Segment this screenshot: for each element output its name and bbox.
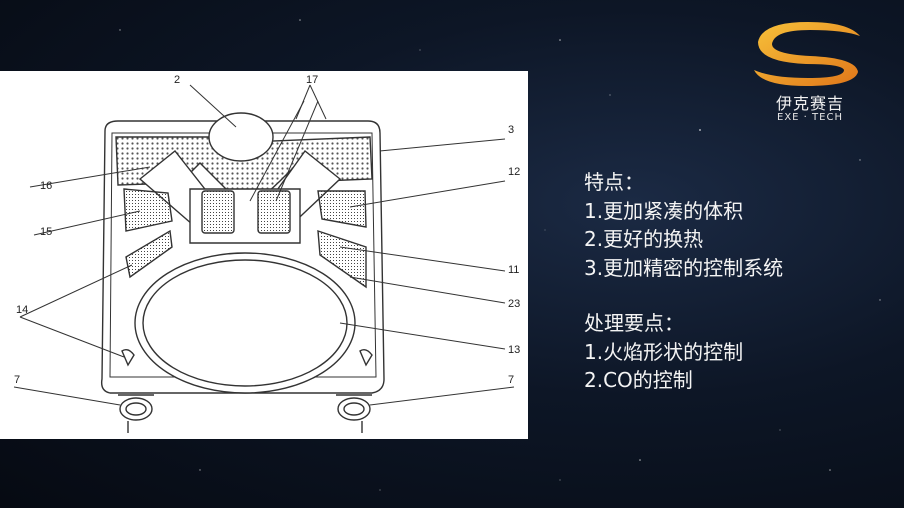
processing-heading: 处理要点： bbox=[584, 311, 684, 335]
callout-16: 16 bbox=[40, 180, 52, 192]
callout-11: 11 bbox=[508, 264, 519, 276]
logo-name-en: EXE · TECH bbox=[777, 112, 843, 123]
feature-item: 3.更加精密的控制系统 bbox=[584, 255, 784, 280]
port-right bbox=[337, 397, 371, 421]
slot-right bbox=[359, 348, 373, 367]
callout-7-left: 7 bbox=[14, 374, 20, 386]
port-right-inner bbox=[343, 402, 365, 416]
fin-block-right bbox=[317, 190, 367, 228]
fin-block bbox=[257, 190, 291, 234]
callout-12: 12 bbox=[508, 166, 520, 178]
outer-casing bbox=[100, 120, 385, 394]
feature-item: 2.更好的换热 bbox=[584, 227, 704, 251]
callout-15: 15 bbox=[40, 226, 52, 238]
heat-exchanger-drawing: 2 17 3 16 12 15 11 14 23 13 7 7 bbox=[13, 74, 520, 433]
feature-item: 1.更加紧凑的体积 bbox=[584, 198, 744, 223]
callout-14: 14 bbox=[16, 304, 28, 316]
slot-left bbox=[121, 348, 135, 367]
fin-block-right-lower bbox=[317, 230, 367, 289]
callout-3: 3 bbox=[508, 124, 514, 136]
callout-13: 13 bbox=[508, 344, 520, 356]
fin-block-left bbox=[123, 188, 173, 232]
callout-23: 23 bbox=[508, 298, 520, 310]
processing-item: 2.CO的控制 bbox=[584, 368, 693, 392]
company-logo: 伊克赛吉 EXE · TECH bbox=[748, 14, 868, 123]
port-left-inner bbox=[125, 402, 147, 416]
description-text: 特点： 1.更加紧凑的体积 2.更好的换热 3.更加精密的控制系统 处理要点： … bbox=[584, 168, 783, 395]
port-left bbox=[119, 397, 153, 421]
fin-block-left-lower bbox=[125, 229, 173, 279]
leader-lines bbox=[13, 84, 515, 406]
combustion-chamber-inner bbox=[142, 259, 348, 387]
features-heading: 特点： bbox=[584, 170, 644, 194]
combustion-chamber bbox=[134, 252, 356, 394]
callout-17: 17 bbox=[306, 74, 318, 86]
heat-exchanger-diagram: 2 17 3 16 12 15 11 14 23 13 7 7 bbox=[0, 71, 528, 439]
callout-7-right: 7 bbox=[508, 374, 514, 386]
inner-casing bbox=[109, 132, 377, 378]
logo-swoosh-icon bbox=[754, 22, 860, 86]
top-flue bbox=[208, 112, 274, 162]
logo-name-cn: 伊克赛吉 bbox=[775, 94, 844, 113]
spacer bbox=[584, 282, 783, 309]
processing-item: 1.火焰形状的控制 bbox=[584, 339, 744, 364]
fin-block bbox=[201, 190, 235, 234]
callout-2: 2 bbox=[174, 74, 180, 86]
